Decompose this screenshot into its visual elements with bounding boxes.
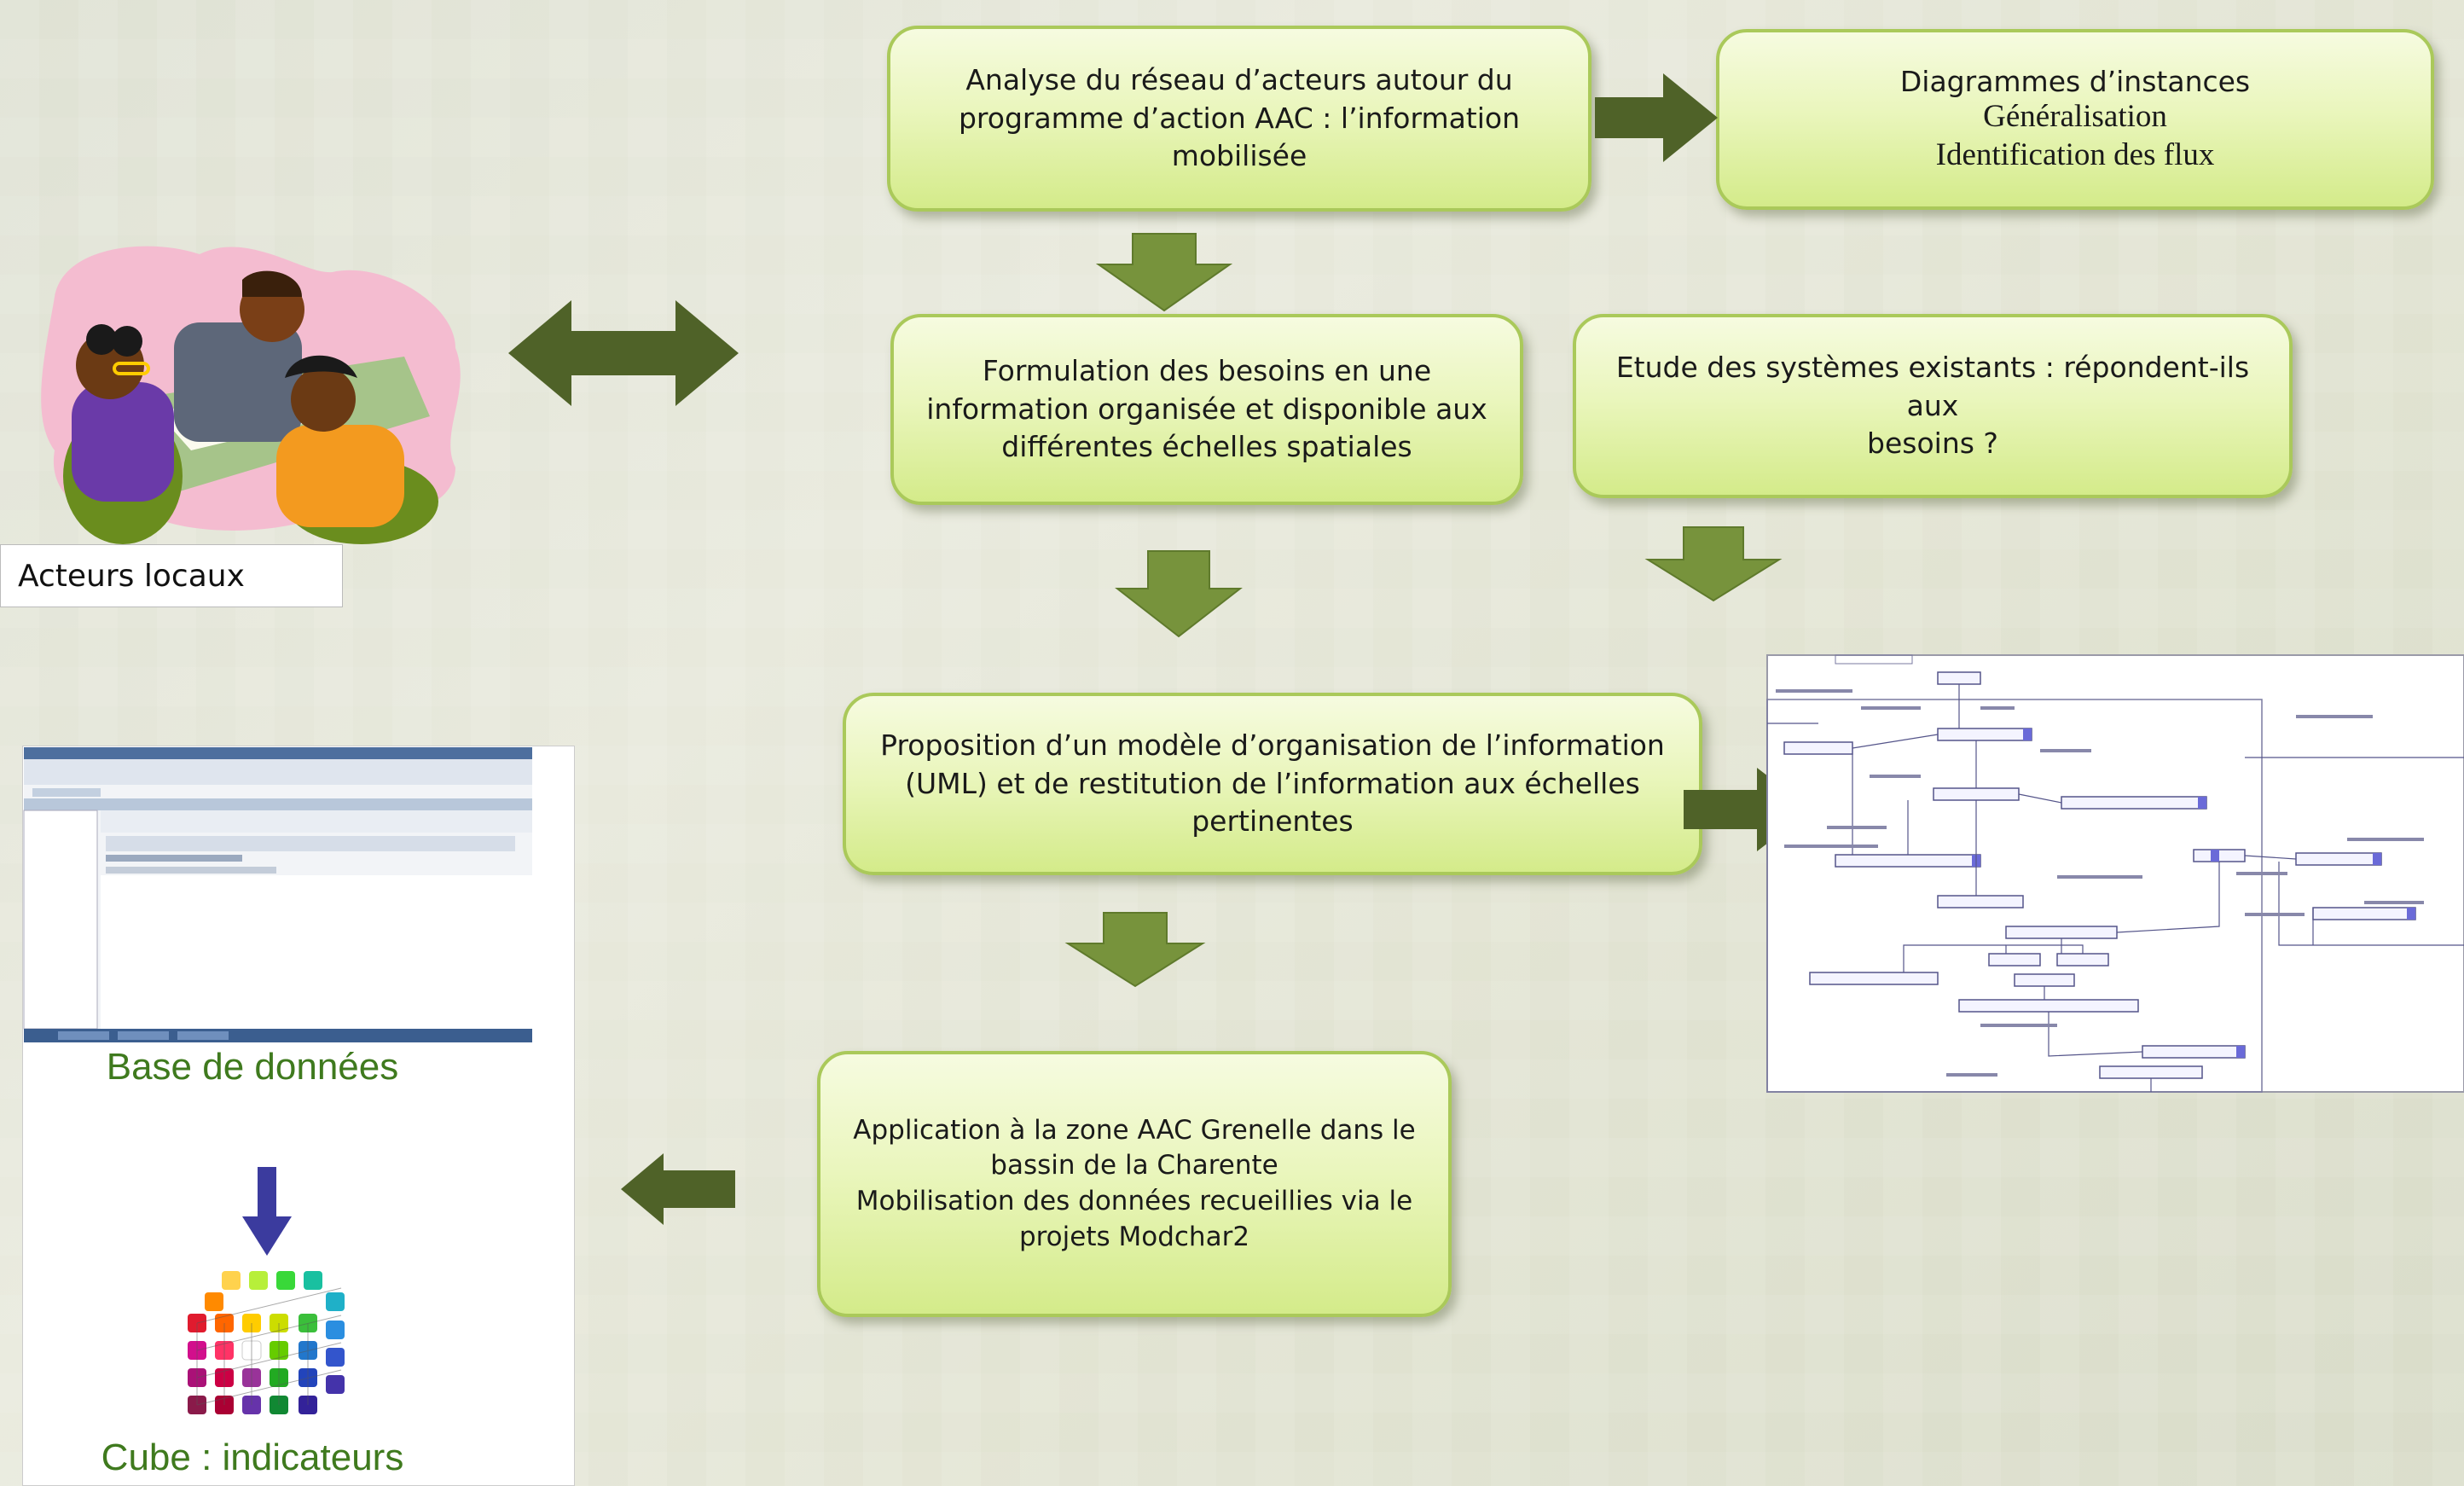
arrow-down-etude — [1644, 526, 1783, 602]
box-etude-line-2: besoins ? — [1867, 427, 1998, 461]
box-proposition-line-2: (UML) et de restitution de l’information… — [905, 766, 1640, 800]
database-app-screenshot — [23, 747, 532, 1042]
box-formulation-besoins: Formulation des besoins en une informati… — [890, 314, 1523, 505]
box-application-line-3: Mobilisation des données recueillies via… — [855, 1186, 1413, 1216]
box-analyse-line-3: mobilisée — [1171, 139, 1307, 173]
box-etude-systemes: Etude des systèmes existants : répondent… — [1573, 314, 2293, 498]
cube-label: Cube : indicateurs — [101, 1437, 404, 1478]
box-proposition-modele: Proposition d’un modèle d’organisation d… — [843, 693, 1702, 875]
box-formulation-line-3: différentes échelles spatiales — [1001, 430, 1412, 464]
box-etude-line-1: Etude des systèmes existants : répondent… — [1615, 350, 2250, 422]
actors-label: Acteurs locaux — [0, 544, 343, 607]
box-formulation-line-2: information organisée et disponible aux — [926, 392, 1487, 426]
local-actors-illustration — [41, 246, 461, 544]
arrow-right-analyse-to-diagrammes — [1595, 73, 1718, 162]
box-analyse-line-1: Analyse du réseau d’acteurs autour du — [965, 62, 1513, 96]
arrow-bidirectional-actors — [508, 300, 739, 406]
arrow-down-2 — [1115, 550, 1243, 638]
box-diagrammes-line-3: Identification des flux — [1935, 136, 2215, 172]
box-proposition-line-3: pertinentes — [1191, 804, 1354, 839]
box-application-aac: Application à la zone AAC Grenelle dans … — [817, 1051, 1452, 1317]
uml-class-diagram-image — [1766, 654, 2464, 1093]
olap-cube-icon — [188, 1271, 345, 1414]
database-label: Base de données — [106, 1046, 399, 1088]
arrow-down-1 — [1095, 233, 1233, 312]
box-analyse-line-2: programme d’action AAC : l’information — [958, 101, 1521, 135]
box-formulation-line-1: Formulation des besoins en une — [982, 353, 1432, 387]
box-application-line-4: projets Modchar2 — [1018, 1221, 1250, 1252]
arrow-down-3 — [1064, 912, 1206, 988]
box-analyse-reseau: Analyse du réseau d’acteurs autour du pr… — [887, 26, 1591, 212]
box-application-line-1: Application à la zone AAC Grenelle dans … — [853, 1114, 1416, 1146]
arrow-left-to-database — [621, 1153, 735, 1225]
box-diagrammes-line-1: Diagrammes d’instances — [1899, 64, 2251, 98]
box-diagrammes-line-2: Généralisation — [1983, 99, 2167, 135]
box-proposition-line-1: Proposition d’un modèle d’organisation d… — [880, 728, 1665, 762]
box-diagrammes-instances: Diagrammes d’instances Généralisation Id… — [1716, 29, 2434, 210]
box-application-line-2: bassin de la Charente — [990, 1150, 1278, 1181]
down-arrow-blue — [242, 1167, 292, 1256]
